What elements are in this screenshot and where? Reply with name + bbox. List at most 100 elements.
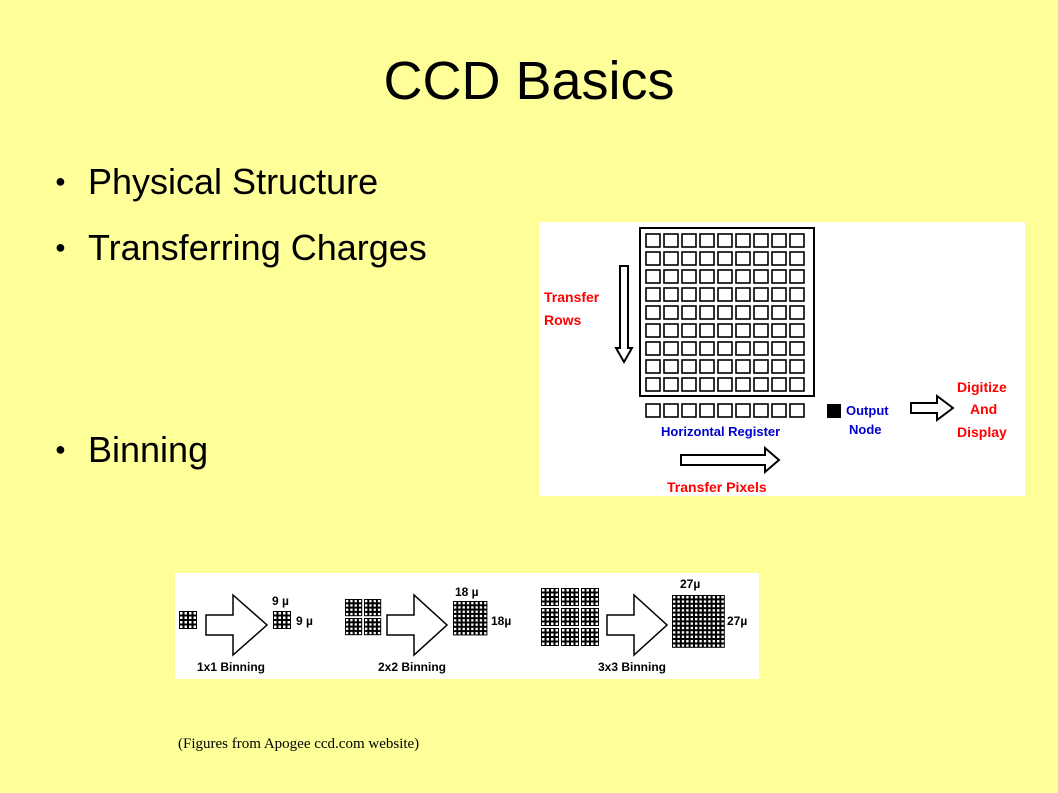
pixel-cell: [789, 251, 805, 266]
binning-block: [453, 601, 488, 636]
dim-1x1-side: 9 µ: [296, 614, 313, 628]
register-cell: [645, 403, 661, 418]
bullet-transferring-charges: ● Transferring Charges: [55, 221, 427, 277]
dim-3x3-side: 27µ: [727, 614, 747, 628]
pixel-cell: [735, 287, 751, 302]
pixel-cell: [735, 323, 751, 338]
pixel-cell: [771, 251, 787, 266]
register-cell: [681, 403, 697, 418]
register-cell: [753, 403, 769, 418]
pixel-cell: [753, 305, 769, 320]
dim-2x2-top: 18 µ: [455, 585, 479, 599]
pixel-cell: [645, 305, 661, 320]
output-node-label-1: Output: [846, 403, 889, 418]
pixel-cell: [789, 233, 805, 248]
pixel-cell: [789, 341, 805, 356]
bullet-marker: ●: [55, 439, 66, 460]
slide-title: CCD Basics: [383, 51, 675, 111]
pixel-cell: [681, 305, 697, 320]
pixel-cell: [699, 269, 715, 284]
pixel-cell: [753, 341, 769, 356]
pixel-cell: [771, 341, 787, 356]
pixel-cell: [645, 251, 661, 266]
pixel-cell: [663, 251, 679, 266]
pixel-cell: [645, 359, 661, 374]
pixel-cell: [663, 269, 679, 284]
binning-block: [345, 618, 363, 636]
register-cell: [789, 403, 805, 418]
transfer-pixels-label: Transfer Pixels: [667, 479, 767, 495]
pixel-cell: [699, 305, 715, 320]
pixel-cell: [699, 359, 715, 374]
binning-block: [345, 599, 363, 617]
pixel-cell: [663, 287, 679, 302]
pixel-cell: [789, 287, 805, 302]
pixel-cell: [717, 323, 733, 338]
pixel-cell: [663, 341, 679, 356]
pixel-cell: [717, 359, 733, 374]
pixel-cell: [681, 341, 697, 356]
pixel-cell: [645, 269, 661, 284]
transfer-rows-label-2: Rows: [544, 312, 582, 328]
pixel-cell: [681, 251, 697, 266]
pixel-cell: [663, 323, 679, 338]
pixel-cell: [717, 233, 733, 248]
pixel-cell: [663, 359, 679, 374]
pixel-cell: [771, 323, 787, 338]
transfer-pixels-arrow-icon: [680, 445, 781, 475]
register-cell: [717, 403, 733, 418]
pixel-cell: [681, 287, 697, 302]
label-1x1-binning: 1x1 Binning: [197, 660, 265, 674]
pixel-cell: [753, 251, 769, 266]
binning-block: [581, 588, 599, 606]
pixel-cell: [771, 287, 787, 302]
pixel-cell: [735, 305, 751, 320]
pixel-cell: [717, 377, 733, 392]
dim-2x2-side: 18µ: [491, 614, 511, 628]
transfer-rows-arrow-icon: [614, 265, 634, 365]
pixel-cell: [717, 287, 733, 302]
transfer-rows-label-1: Transfer: [544, 289, 600, 305]
pixel-cell: [771, 359, 787, 374]
horizontal-register-label: Horizontal Register: [661, 424, 780, 439]
binning-figure: 9 µ 9 µ 18 µ 18µ 27µ 27µ 1x1 Binning 2x2…: [175, 573, 759, 679]
pixel-cell: [717, 269, 733, 284]
pixel-cell: [735, 359, 751, 374]
pixel-array-border: [639, 227, 815, 397]
bullet-text: Binning: [88, 429, 209, 470]
binning-block: [364, 618, 382, 636]
pixel-cell: [645, 323, 661, 338]
binning-arrow-3-icon: [606, 593, 669, 657]
pixel-cell: [681, 269, 697, 284]
digitize-label-2: And: [970, 401, 997, 417]
pixel-cell: [699, 323, 715, 338]
bullet-physical-structure: ●Physical Structure: [55, 155, 378, 211]
binning-block: [561, 628, 579, 646]
binning-arrow-1-icon: [205, 593, 269, 657]
bullet-text: Transferring Charges: [88, 227, 427, 268]
pixel-cell: [699, 287, 715, 302]
register-cell: [735, 403, 751, 418]
pixel-cell: [753, 323, 769, 338]
pixel-cell: [771, 233, 787, 248]
digitize-arrow-icon: [910, 394, 955, 422]
pixel-cell: [753, 359, 769, 374]
binning-block: [541, 628, 559, 646]
pixel-cell: [681, 323, 697, 338]
digitize-label-3: Display: [957, 424, 1007, 440]
pixel-cell: [735, 377, 751, 392]
bullet-marker: ●: [55, 237, 66, 258]
pixel-cell: [717, 305, 733, 320]
pixel-cell: [717, 341, 733, 356]
output-node-square: [827, 404, 841, 418]
pixel-cell: [789, 359, 805, 374]
binning-block: [273, 611, 291, 629]
binning-block: [179, 611, 197, 629]
pixel-cell: [699, 377, 715, 392]
figure-caption: (Figures from Apogee ccd.com website): [178, 736, 420, 752]
binning-block: [364, 599, 382, 617]
pixel-cell: [771, 377, 787, 392]
bullet-binning: ● Binning: [55, 423, 208, 479]
binning-block: [672, 595, 725, 648]
binning-arrow-2-icon: [386, 593, 449, 657]
